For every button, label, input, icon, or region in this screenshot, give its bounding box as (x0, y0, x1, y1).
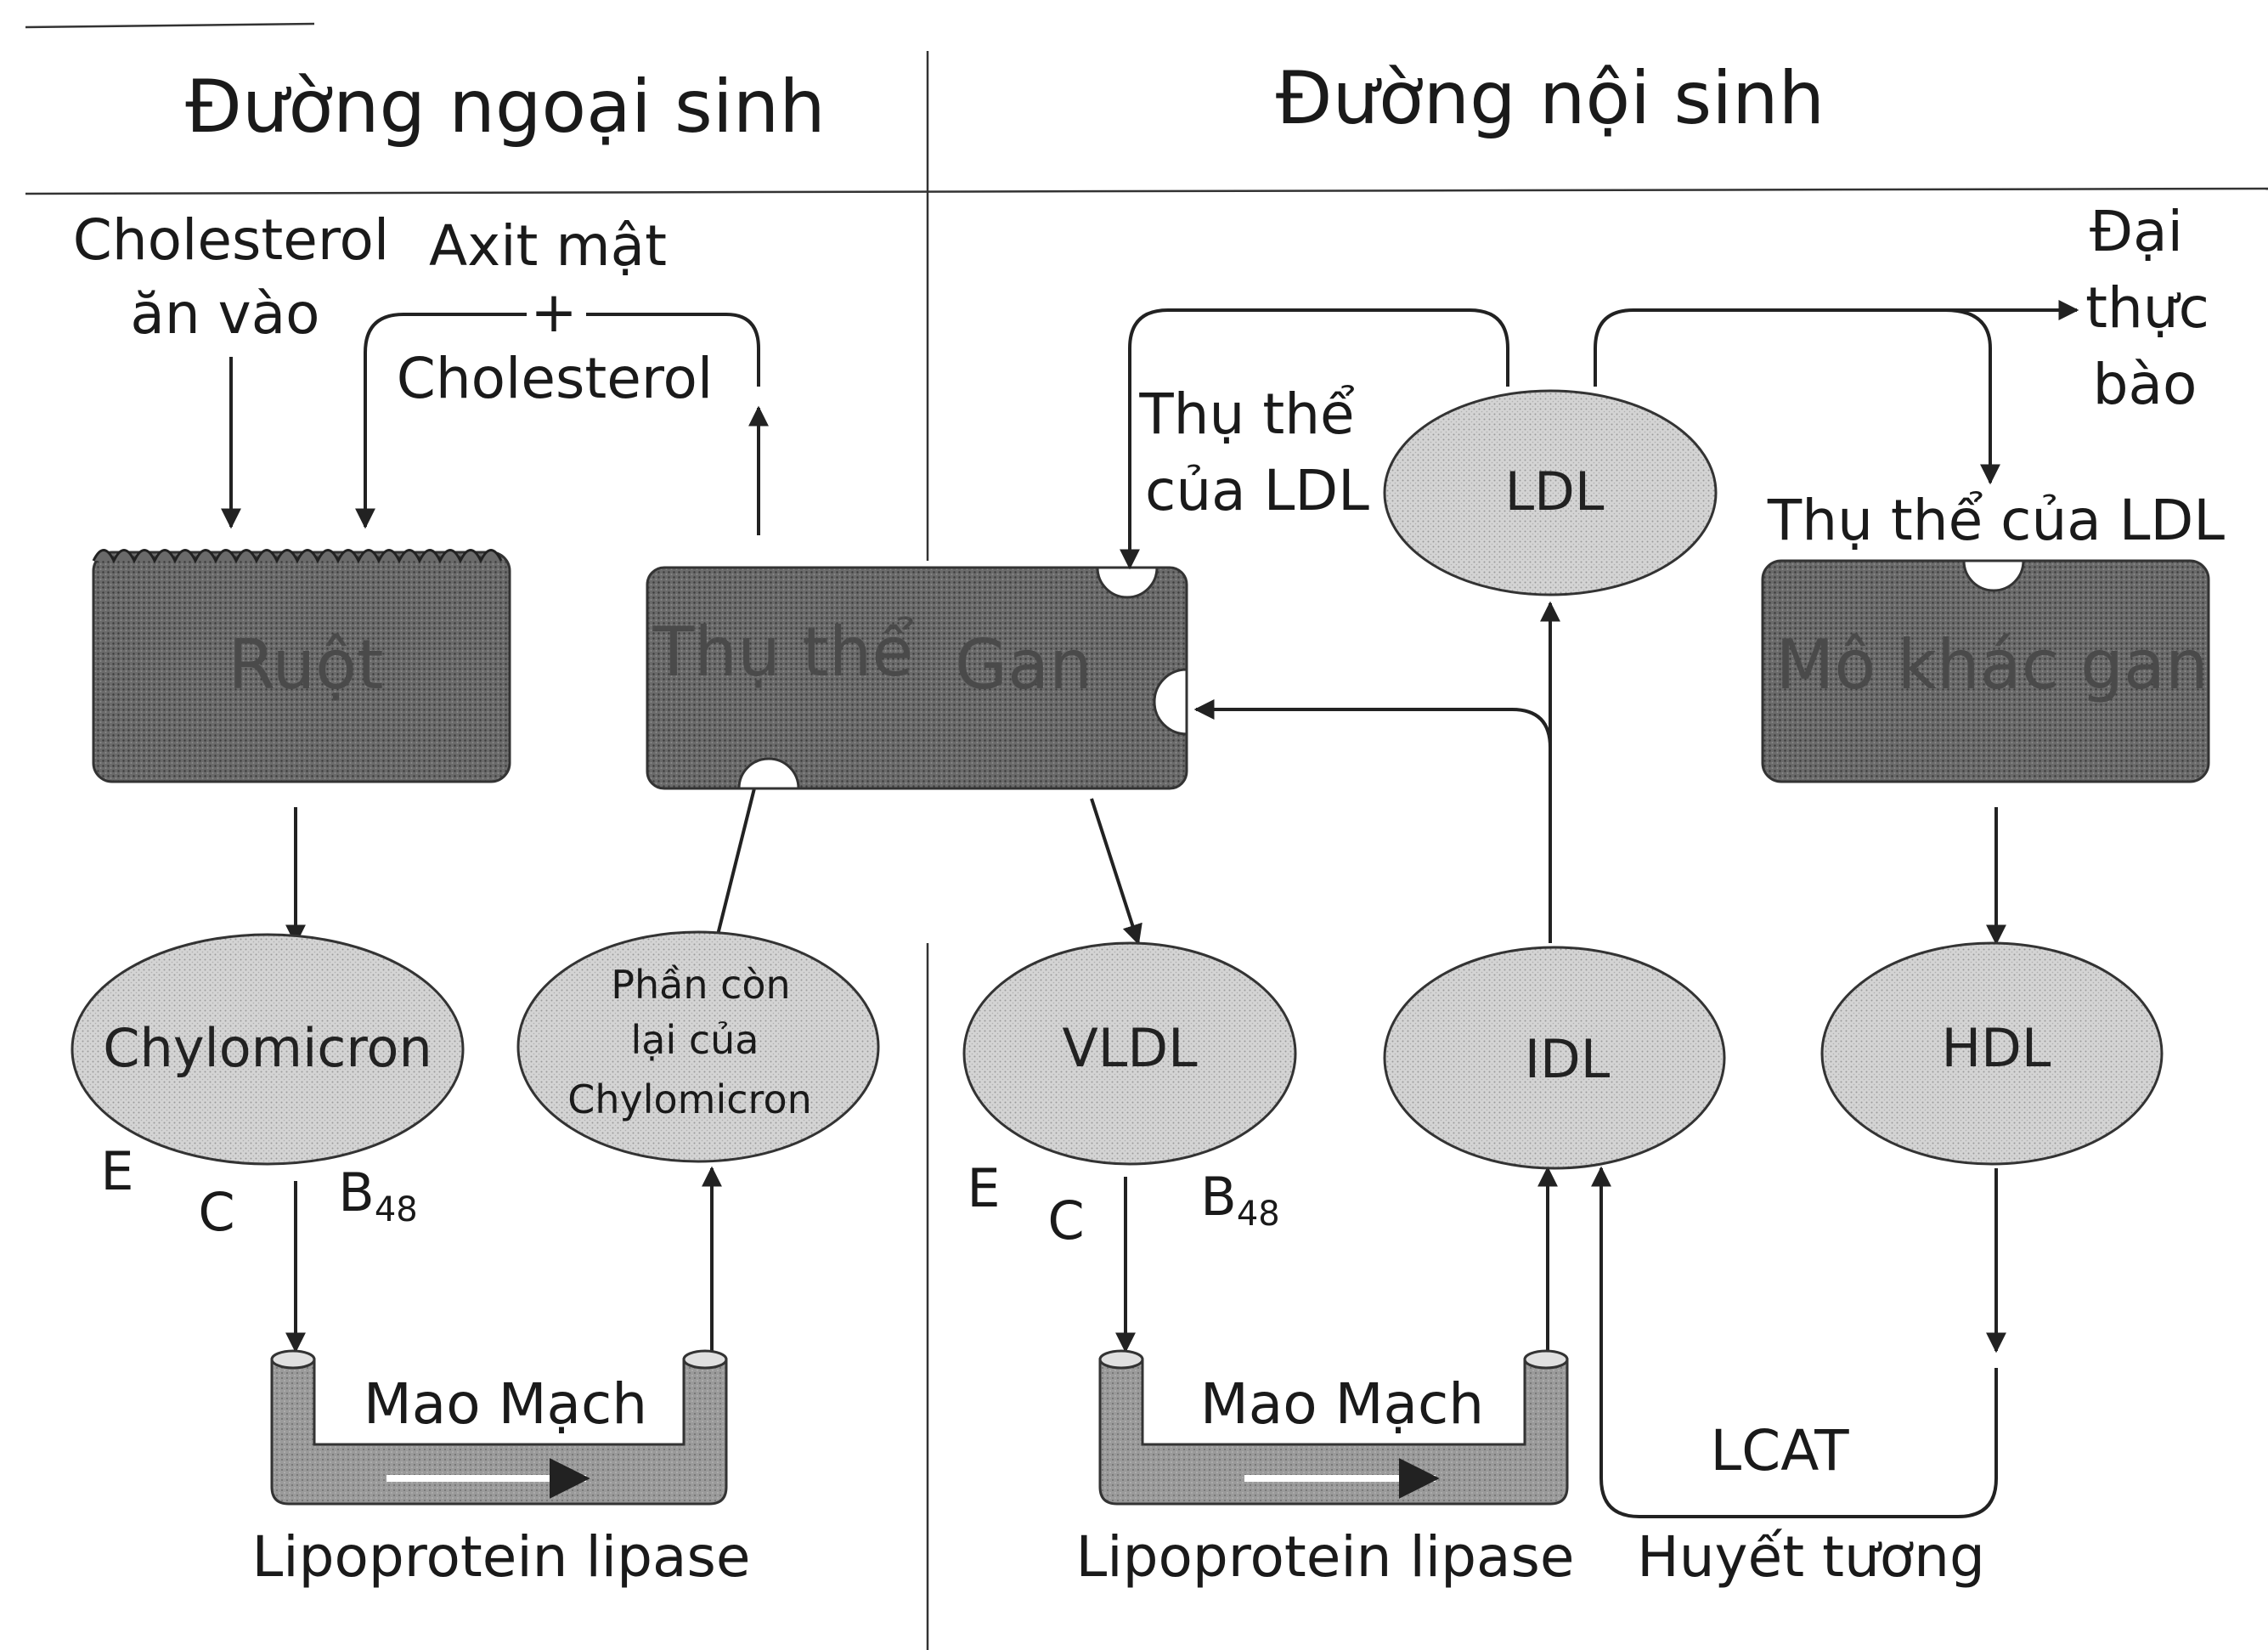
capillary-left: Mao Mạch Lipoprotein lipase (252, 1351, 751, 1590)
apoprotein-b-letter: B (338, 1161, 375, 1223)
plus-sign: + (530, 280, 577, 345)
ldl-label: LDL (1505, 461, 1605, 523)
apoprotein-c-label: C (198, 1181, 234, 1243)
cholesterol-label: Cholesterol (397, 346, 714, 411)
top-edge-line (25, 24, 314, 27)
apoprotein-b-subscript: 48 (375, 1190, 418, 1229)
receptor-label: Thụ thể (652, 613, 914, 692)
cholesterol-intake-line1: Cholesterol (73, 207, 390, 273)
ldl-receptor-left-line2: của LDL (1145, 458, 1369, 523)
apoprotein-e-label: E (100, 1140, 133, 1202)
ldl-receptor-left-line1: Thụ thể (1138, 381, 1354, 447)
vldl-apo-e-label: E (967, 1157, 1000, 1219)
non-hepatic-tissue: Mô khác gan (1763, 561, 2209, 782)
arrow-liver-to-vldl (1092, 799, 1138, 943)
arrow-remnant-to-liver (718, 765, 760, 935)
chylomicron-label: Chylomicron (103, 1017, 432, 1079)
capillary-opening-left-b (684, 1351, 726, 1368)
liver-label: Gan (955, 625, 1092, 704)
intestine: Ruột (93, 551, 510, 783)
capillary-label-left: Mao Mạch (364, 1371, 647, 1437)
remnant-label-line3: Chylomicron (567, 1076, 812, 1122)
macrophage-line1: Đại (2090, 199, 2183, 264)
cholesterol-intake-line2: ăn vào (130, 281, 319, 347)
capillary-opening-left-a (272, 1351, 314, 1368)
capillary-opening-right-a (1100, 1351, 1142, 1368)
hdl: HDL (1822, 943, 2162, 1164)
macrophage-line2: thực (2085, 275, 2209, 341)
lipoprotein-lipase-left: Lipoprotein lipase (252, 1524, 751, 1590)
title-right: Đường nội sinh (1276, 56, 1825, 141)
vldl-apo-c-label: C (1047, 1189, 1084, 1252)
remnant-label-line2: lại của (630, 1017, 759, 1063)
liver: Thụ thể Gan (647, 568, 1187, 788)
ldl-receptor-right-label: Thụ thể của LDL (1767, 488, 2225, 553)
title-left: Đường ngoại sinh (185, 65, 826, 150)
chylomicron: Chylomicron E C B48 (72, 935, 463, 1243)
capillary-right: Mao Mạch Lipoprotein lipase (1076, 1351, 1575, 1590)
apoprotein-b-label: B48 (338, 1161, 417, 1229)
remnant-label-line1: Phần còn (611, 962, 790, 1008)
vldl-label: VLDL (1062, 1017, 1198, 1079)
arrow-ldl-to-macrophage (1595, 310, 2077, 387)
vldl: VLDL E C B48 (964, 943, 1295, 1252)
vldl-apo-b-letter: B (1200, 1166, 1237, 1228)
idl: IDL (1385, 947, 1724, 1168)
left-arrows (231, 314, 760, 1359)
bile-acid-label: Axit mật (429, 213, 667, 279)
tissue-label: Mô khác gan (1775, 625, 2208, 704)
arrow-idl-to-liver (1196, 709, 1550, 748)
header-divider (25, 189, 2268, 194)
vldl-apo-b-subscript: 48 (1237, 1195, 1280, 1234)
lcat-label: LCAT (1710, 1418, 1849, 1483)
ldl: LDL (1385, 391, 1716, 595)
vldl-apo-b-label: B48 (1200, 1166, 1279, 1234)
lipoprotein-lipase-right: Lipoprotein lipase (1076, 1524, 1575, 1590)
capillary-opening-right-b (1525, 1351, 1567, 1368)
chylomicron-remnant: Phần còn lại của Chylomicron (518, 932, 878, 1161)
arrow-ldl-to-other-tissue (1945, 310, 1990, 483)
intestine-label: Ruột (228, 625, 383, 704)
macrophage-line3: bào (2093, 352, 2197, 417)
capillary-label-right: Mao Mạch (1200, 1371, 1484, 1437)
plasma-label: Huyết tương (1637, 1524, 1985, 1590)
hdl-label: HDL (1942, 1017, 2051, 1079)
idl-label: IDL (1525, 1028, 1611, 1090)
